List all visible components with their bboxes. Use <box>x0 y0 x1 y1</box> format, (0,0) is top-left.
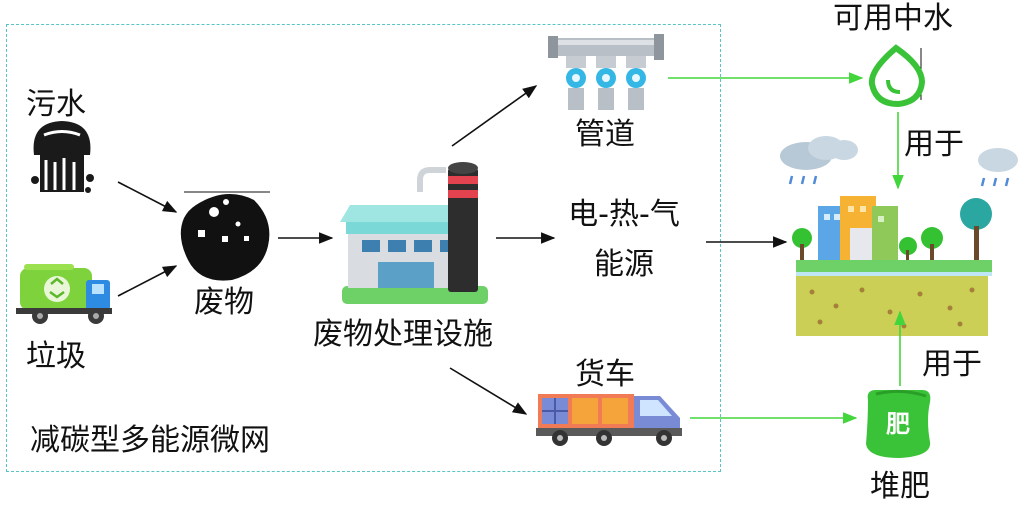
sewage-label: 污水 <box>26 87 86 122</box>
reclaimed-water-label: 可用中水 <box>833 1 953 36</box>
sewage-icon <box>31 121 94 193</box>
used-for-label-bottom: 用于 <box>922 347 982 382</box>
garbage-label: 垃圾 <box>26 339 86 374</box>
arrow-sewage-to-waste <box>117 181 178 213</box>
arrow-facility-to-truck <box>449 367 528 415</box>
compost-label: 堆肥 <box>870 469 930 504</box>
waste-icon <box>180 191 270 281</box>
compost-icon: 肥 <box>866 389 931 458</box>
microgrid-label: 减碳型多能源微网 <box>30 423 270 458</box>
svg-text:肥: 肥 <box>886 410 910 438</box>
energy-label-line2: 能源 <box>594 247 654 282</box>
garbage-truck-icon <box>16 264 112 324</box>
pipeline-icon <box>548 34 664 110</box>
cloud-icon <box>780 136 858 185</box>
waste-facility-icon <box>340 162 488 304</box>
waste-label: 废物 <box>194 285 254 320</box>
pipeline-label: 管道 <box>575 117 635 152</box>
flow-arrows-green <box>668 72 906 424</box>
microgrid-boundary <box>6 24 721 472</box>
energy-label-line1: 电-热-气 <box>568 197 680 232</box>
arrow-garbage-to-waste <box>117 265 178 297</box>
green-city-icon <box>780 136 1018 336</box>
truck-label: 货车 <box>575 357 635 392</box>
used-for-label-top: 用于 <box>904 127 964 162</box>
cloud-icon <box>978 148 1018 187</box>
water-drop-icon <box>868 44 926 108</box>
facility-label: 废物处理设施 <box>313 317 493 352</box>
cargo-truck-icon <box>536 394 682 446</box>
arrow-facility-to-pipeline <box>451 85 538 147</box>
flow-arrows-black <box>117 85 788 415</box>
